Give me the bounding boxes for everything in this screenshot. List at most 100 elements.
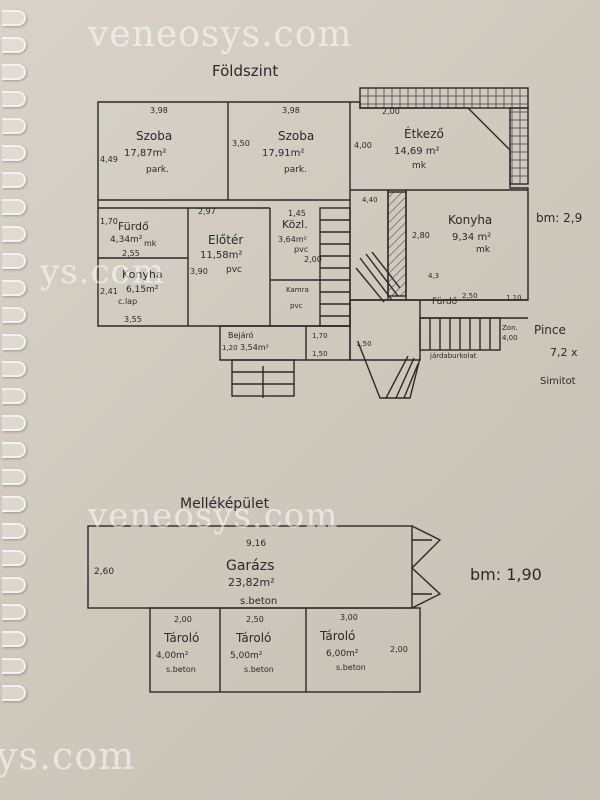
room-name: Garázs [226,558,274,574]
room-floor: s.beton [166,665,196,674]
dim-label: 1,70 [100,217,118,226]
entry-steps [231,359,295,398]
dim-label: 2,50 [462,292,478,300]
room-name: Tároló [163,631,199,645]
garage-door [410,525,442,609]
watermark-bottom: ys.com [0,734,136,778]
dim-label: 1,50 [356,340,372,348]
dim-label: 2,00 [390,645,408,654]
dim-label: 3,50 [232,139,250,148]
binding-ring [2,145,26,161]
terrace-grid-right [509,107,529,185]
room-name: Konyha [122,268,163,281]
room-name: Fürdő [118,220,149,233]
room-name: Konyha [448,213,492,227]
dim-label: 4,00 [354,141,372,150]
room-name: Közl. [282,218,308,231]
dim-label: 2,55 [122,249,140,258]
binding-ring [2,550,26,566]
binding-ring [2,118,26,134]
dim-label: 2,00 [174,615,192,624]
binding-ring [2,334,26,350]
dim-label: 1,50 [312,350,328,358]
cellar-label: Pince [534,323,566,337]
room-name: Étkező [404,126,444,141]
pavement-edge [357,341,421,399]
dim-label: 1,10 [506,294,522,302]
binding-ring [2,37,26,53]
binding-ring [2,10,26,26]
binding-ring [2,577,26,593]
room-floor: park. [284,165,307,175]
dim-label: 4,00 [502,334,518,342]
height-note: bm: 2,9 [536,211,582,225]
room-area: 9,34 m² [452,232,491,243]
binding-ring [2,658,26,674]
room-floor: pvc [290,302,303,310]
room-area: 6,00m² [326,649,359,659]
chimney [387,191,407,297]
wall-outline-east [350,101,529,301]
binding-ring [2,685,26,701]
room-area: 11,58m² [200,250,242,261]
binding-ring [2,307,26,323]
dim-label: 2,50 [246,615,264,624]
dim-label: 1,70 [312,332,328,340]
annex-height-note: bm: 1,90 [470,565,542,584]
room-floor: pvc [226,265,242,275]
spiral-binding [0,0,40,800]
watermark-mid: ys.com [40,252,166,292]
room-area: 14,69 m² [394,146,440,157]
room-area: 6,15m² [126,285,159,295]
room-name: Szoba [136,129,172,143]
pavement-label: járdaburkolat [429,352,477,360]
room-area: 4,00m² [156,651,189,661]
dim-label: 9,16 [246,539,266,549]
binding-ring [2,496,26,512]
dim-label: 1,20 [222,344,238,352]
dim-label: 2,00 [304,255,322,264]
binding-ring [2,280,26,296]
room-area: 23,82m² [228,576,275,589]
binding-ring [2,199,26,215]
dim-label: 4,49 [100,155,118,164]
dim-label: 2,00 [382,107,400,116]
room-floor: c.lap [118,297,137,306]
dim-label: 2,60 [94,567,114,577]
dim-label: 4,40 [362,196,378,204]
dim-label: 2,80 [412,231,430,240]
binding-ring [2,361,26,377]
room-floor: s.beton [244,665,274,674]
cellar-steps [419,317,501,351]
dim-label: 3,98 [150,106,168,115]
room-floor: pvc [294,245,308,254]
room-floor: park. [146,165,169,175]
room-name: Tároló [235,631,271,645]
binding-ring [2,523,26,539]
room-name: Szoba [278,129,314,143]
room-floor: mk [144,239,157,248]
dim-label: 2,41 [100,287,118,296]
room-area: 3,64m² [278,235,307,244]
binding-ring [2,415,26,431]
room-area: 5,00m² [230,651,263,661]
room-name: Előtér [208,233,243,247]
binding-ring [2,64,26,80]
cellar-note: Simitot [540,376,576,387]
binding-ring [2,631,26,647]
binding-ring [2,253,26,269]
room-floor: mk [412,161,427,171]
ground-floor-title: Földszint [212,62,278,80]
dim-label: 3,00 [340,613,358,622]
binding-ring [2,442,26,458]
room-name: Bejáró [228,330,254,340]
staircase [319,207,351,327]
cellar-dims: 7,2 x [550,346,578,359]
inner-stair [355,251,401,303]
room-name: Fürdő [432,297,458,307]
dim-label: 2,97 [198,207,216,216]
watermark-lower: veneosys.com [88,496,339,536]
binding-ring [2,172,26,188]
binding-ring [2,469,26,485]
room-floor: s.beton [336,663,366,672]
